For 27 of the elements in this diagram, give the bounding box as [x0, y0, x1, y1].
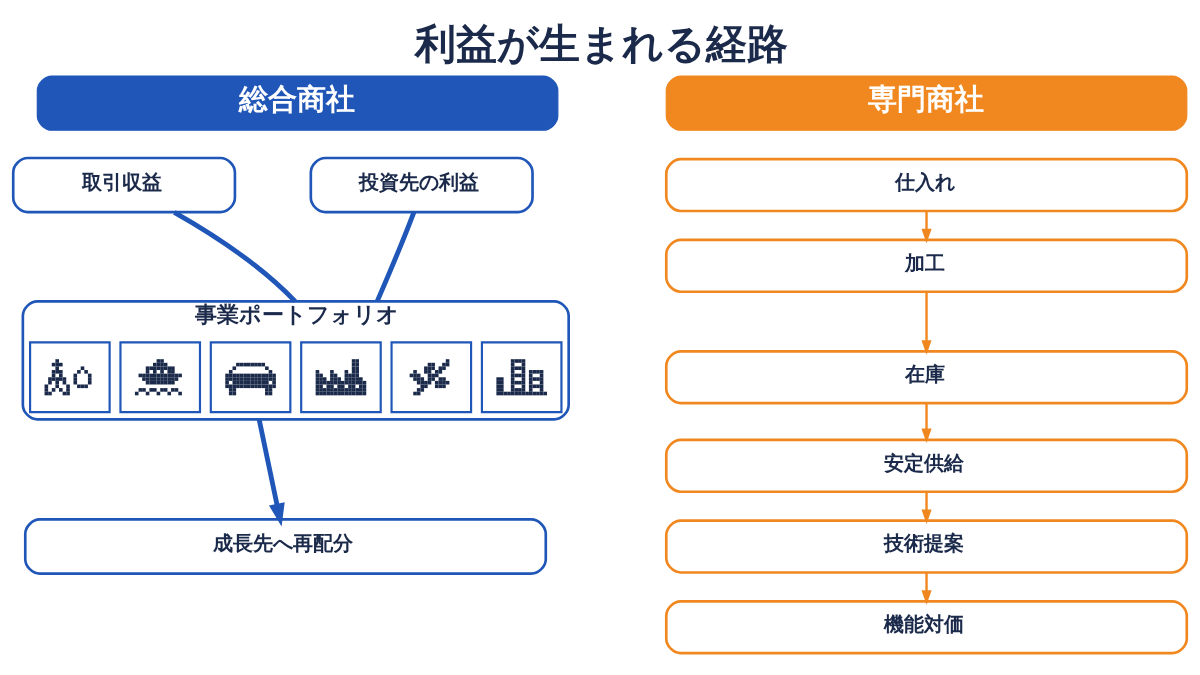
node-picture	[209, 341, 292, 414]
arrow	[921, 211, 932, 244]
node-box: 投資先の利益	[309, 156, 534, 214]
node-picture	[29, 341, 111, 414]
arrow	[921, 403, 932, 444]
node-box: 取引収益	[11, 156, 237, 214]
arrow	[921, 491, 932, 525]
node-box: 安定供給	[664, 438, 1189, 494]
arrow	[256, 418, 285, 527]
node-box: 専門商社	[665, 75, 1188, 131]
node-box: 総合商社	[36, 75, 559, 131]
node-picture	[300, 341, 382, 414]
node-box: 加工	[664, 238, 1189, 294]
node-box: 仕入れ	[664, 157, 1189, 213]
node-picture	[390, 341, 473, 414]
arrow	[921, 291, 932, 355]
diagram-title: 利益が生まれる経路	[415, 20, 789, 69]
node-picture	[480, 341, 563, 414]
node-box: 成長先へ再配分	[23, 518, 548, 575]
node-picture	[119, 341, 202, 414]
arrow	[921, 572, 932, 605]
node-box: 技術提案	[664, 519, 1189, 574]
node-box: 機能対価	[664, 600, 1189, 655]
cluster: 事業ポートフォリオ	[21, 300, 570, 421]
node-box: 在庫	[664, 350, 1189, 405]
connector	[374, 211, 417, 303]
connector	[173, 210, 297, 304]
